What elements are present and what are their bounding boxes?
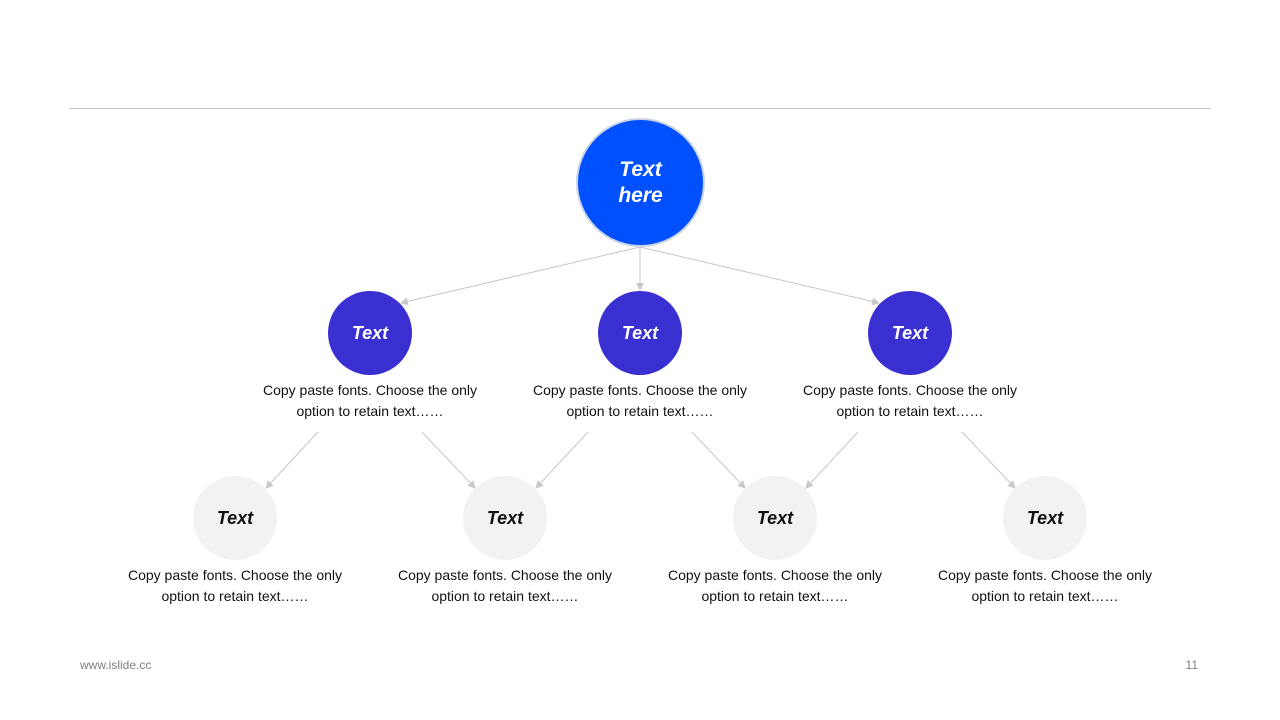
level2-description-4: Copy paste fonts. Choose the only option… [937,567,1153,604]
connector-left-to-leaf-1 [265,431,319,489]
connector-right-to-leaf-4 [961,431,1016,489]
level2-node-label: Text [216,507,254,528]
level1-description-2: Copy paste fonts. Choose the only option… [532,382,748,419]
connector-left-to-leaf-2 [421,431,476,489]
connector-right-to-leaf-3 [805,431,859,489]
connector-root-to-left [400,246,641,306]
level1-node-label: Text [891,322,929,343]
level1-node-label: Text [351,322,389,343]
connector-root-to-right [639,246,880,306]
connector-center-to-leaf-2 [535,431,589,489]
level2-node-label: Text [1026,507,1064,528]
level2-node-4: Text [1003,476,1087,560]
header-divider [70,108,1210,109]
level2-description-1: Copy paste fonts. Choose the only option… [127,567,343,604]
level1-node-1: Text [328,291,412,375]
level1-node-2: Text [598,291,682,375]
level1-description-3: Copy paste fonts. Choose the only option… [802,382,1018,419]
root-node: Text here [576,118,705,247]
level2-description-2: Copy paste fonts. Choose the only option… [397,567,613,604]
level2-node-1: Text [193,476,277,560]
page-number: 11 [1185,658,1198,672]
level2-description-3: Copy paste fonts. Choose the only option… [667,567,883,604]
level1-node-3: Text [868,291,952,375]
level1-description-1: Copy paste fonts. Choose the only option… [262,382,478,419]
connector-center-to-leaf-3 [691,431,746,489]
level2-node-label: Text [486,507,524,528]
level2-node-3: Text [733,476,817,560]
root-node-label: Text here [618,157,663,207]
footer-url: www.islide.cc [80,658,152,672]
level2-node-label: Text [756,507,794,528]
level2-node-2: Text [463,476,547,560]
level1-node-label: Text [621,322,659,343]
